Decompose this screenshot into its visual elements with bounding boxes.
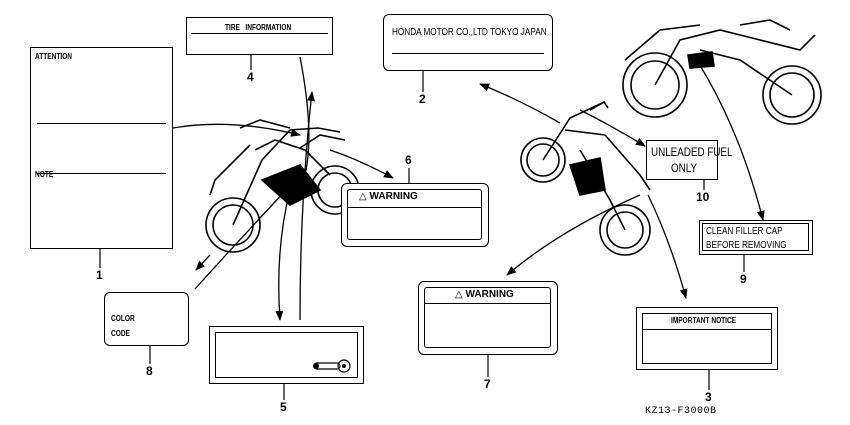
warning-6-text: WARNING xyxy=(369,191,418,202)
manufacturer-divider xyxy=(392,53,544,54)
label-9-filler-cap: CLEAN FILLER CAP BEFORE REMOVING xyxy=(699,220,813,255)
arrow-9 xyxy=(697,61,765,221)
chain-label-inner xyxy=(215,332,358,378)
note-panel xyxy=(37,173,166,174)
arrow-3 xyxy=(647,194,688,299)
label-number-9: 9 xyxy=(740,272,747,286)
part-code: KZ13-F3000B xyxy=(645,406,717,417)
motorcycle-icon xyxy=(205,119,360,253)
warning-7-divider xyxy=(424,303,551,304)
motorcycle-icon-3 xyxy=(622,19,822,125)
label-1-attention-note: ATTENTION NOTE xyxy=(30,47,173,249)
label-2-manufacturer: HONDA MOTOR CO.,LTD TOKYO JAPAN xyxy=(383,14,553,71)
note-text: NOTE xyxy=(35,170,54,179)
arrow-10 xyxy=(579,109,646,147)
attention-text: ATTENTION xyxy=(35,52,73,61)
label-number-7: 7 xyxy=(484,377,491,391)
unleaded-fuel-text: UNLEADED FUEL xyxy=(651,145,733,159)
label-7-warning: △ WARNING xyxy=(418,281,558,355)
before-removing-text: BEFORE REMOVING xyxy=(706,240,787,251)
attention-panel xyxy=(37,56,166,124)
arrow-6 xyxy=(329,149,394,179)
motorcycle-icon-2 xyxy=(520,100,651,256)
label-number-6: 6 xyxy=(405,153,412,167)
arrow-2 xyxy=(479,83,561,124)
warning-6-divider xyxy=(347,207,482,208)
notice-inner xyxy=(642,313,772,364)
filler-cap-inner xyxy=(702,223,809,251)
arrow-5 xyxy=(275,189,291,321)
label-number-4: 4 xyxy=(247,70,254,84)
warning-6-inner xyxy=(347,189,482,240)
warning-6-heading: △ WARNING xyxy=(359,191,418,202)
warning-triangle-icon: △ xyxy=(359,191,367,202)
only-text: ONLY xyxy=(671,161,698,175)
important-notice-text: IMPORTANT NOTICE xyxy=(671,316,737,325)
label-8-color-code: COLOR CODE xyxy=(104,292,189,346)
label-number-3: 3 xyxy=(705,390,712,404)
warning-7-heading: △ WARNING xyxy=(455,289,514,300)
arrow-5-up xyxy=(299,91,315,321)
arrow-1 xyxy=(172,123,301,137)
label-10-unleaded-fuel: UNLEADED FUEL ONLY xyxy=(646,140,732,180)
label-number-10: 10 xyxy=(696,190,710,204)
notice-divider xyxy=(642,329,772,330)
code-text: CODE xyxy=(111,329,130,338)
warning-7-text: WARNING xyxy=(465,289,514,300)
tire-information-text: TIRE INFORMATION xyxy=(225,23,292,32)
label-4-tire-information: TIRE INFORMATION xyxy=(186,17,333,55)
label-number-2: 2 xyxy=(419,92,426,106)
warning-7-inner xyxy=(424,287,551,348)
manufacturer-text: HONDA MOTOR CO.,LTD TOKYO JAPAN xyxy=(392,27,547,38)
warning-triangle-icon-2: △ xyxy=(455,289,463,300)
color-text: COLOR xyxy=(111,314,135,323)
label-number-8: 8 xyxy=(146,364,153,378)
tire-header-box xyxy=(191,22,328,34)
label-number-1: 1 xyxy=(96,268,103,282)
arrow-7 xyxy=(506,194,641,276)
label-3-important-notice: IMPORTANT NOTICE xyxy=(636,307,778,370)
arrow-8 xyxy=(195,254,211,271)
chain-adjuster-icon xyxy=(313,359,351,373)
label-number-5: 5 xyxy=(280,400,287,414)
label-6-warning: △ WARNING xyxy=(341,183,489,247)
clean-filler-cap-text: CLEAN FILLER CAP xyxy=(706,226,783,237)
label-5-chain-adjustment xyxy=(209,326,364,384)
